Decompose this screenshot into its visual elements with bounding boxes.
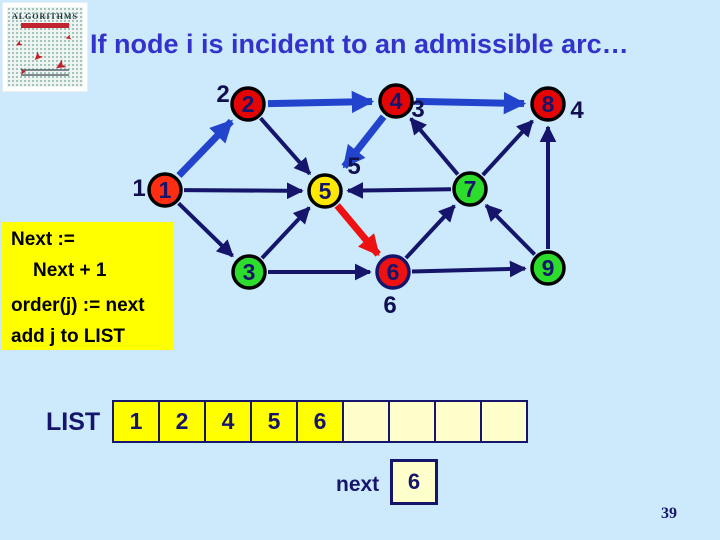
book-cover-art: ALGORITHMS ➤ ➤ ➤ ➤ ➤ [7,7,83,87]
book-cover-author-lines [21,69,69,79]
graph-edge-1-3 [177,201,234,258]
code-line-next-plus-one: Next + 1 [33,260,107,281]
graph-edge-2-4 [267,90,375,114]
list-cell-filled: 2 [158,400,206,443]
list-cell-filled: 5 [250,400,298,443]
list-cell-empty [388,400,436,443]
graph-edge-1-2 [176,118,234,179]
paper-dart-icon: ➤ [13,37,25,51]
book-cover-title: ALGORITHMS [11,12,78,21]
graph-node-number: 3 [243,259,256,285]
next-label: next [336,473,380,496]
paper-dart-icon: ➤ [29,48,47,66]
list-cell-filled: 6 [296,400,344,443]
graph-node-number: 4 [390,88,403,114]
graph-node-4: 4 [378,83,414,119]
graph-edge-9-7 [484,203,537,256]
graph-edge-3-5 [260,206,311,260]
graph-node-number: 5 [319,178,332,204]
graph-edge-6-7 [404,204,456,260]
graph-edge-6-9 [411,260,527,278]
graph-node-3: 3 [231,254,267,290]
graph-node-7: 7 [452,171,488,207]
graph-edge-7-4 [409,117,460,176]
paper-dart-icon: ➤ [64,32,73,43]
graph-node-6: 6 [375,254,411,290]
slide-title: If node i is incident to an admissible a… [90,29,629,59]
list-cell-empty [342,400,390,443]
list-cell-filled: 4 [204,400,252,443]
graph-order-label-node-5: 5 [347,153,360,180]
graph-edges [176,90,557,281]
graph-node-9: 9 [530,250,566,286]
graph-edge-1-5 [183,182,304,200]
code-line-next-assign: Next := [11,229,75,250]
code-line-order-assign: order(j) := next [11,295,145,316]
graph-order-label-node-1: 1 [132,175,145,202]
graph-order-label-node-8: 4 [570,97,584,124]
graph-order-label-node-6: 6 [383,292,396,319]
graph-edge-4-8 [415,91,527,115]
pseudocode-box: Next := Next + 1 order(j) := next add j … [2,222,174,350]
graph-order-label-node-2: 2 [216,81,229,108]
graph-edge-4-5 [341,114,387,169]
graph-edge-2-5 [259,116,312,176]
book-cover-banner [21,23,69,28]
graph-node-number: 9 [542,255,555,281]
graph-node-1: 1 [147,172,183,208]
graph-edge-5-6 [334,203,381,257]
next-value-box: 6 [390,459,438,505]
book-cover-image: ALGORITHMS ➤ ➤ ➤ ➤ ➤ [2,2,88,92]
graph-order-label-node-4: 3 [411,96,424,123]
graph-order-labels: 1 2 3 5 6 4 [132,81,584,319]
list-label: LIST [46,408,101,436]
graph-node-5: 5 [307,173,343,209]
graph-node-number: 2 [242,91,255,117]
graph-node-number: 6 [387,259,400,285]
graph-node-2: 2 [230,86,266,122]
code-line-add-to-list: add j to LIST [11,326,125,347]
graph-node-number: 1 [159,177,172,203]
page-number: 39 [661,505,677,522]
list-cell-empty [434,400,482,443]
graph-node-number: 7 [464,176,477,202]
graph-node-8: 8 [530,86,566,122]
graph-edge-7-5 [346,182,452,199]
next-value: 6 [407,469,421,494]
graph-edge-7-8 [481,119,534,177]
graph-node-number: 8 [542,91,555,117]
list-cell-filled: 1 [112,400,160,443]
list-cell-empty [480,400,528,443]
